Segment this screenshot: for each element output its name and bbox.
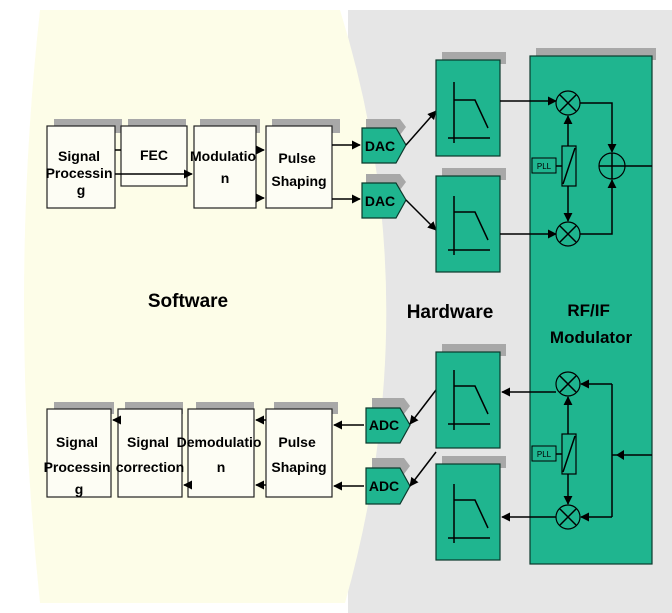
tx-filter-top xyxy=(435,52,506,157)
arrow-dac-bottom-filter xyxy=(405,199,437,231)
rf-if-modulator-block: RF/IF Modulator xyxy=(529,48,656,565)
rx-pll: PLL xyxy=(531,445,557,462)
svg-text:RF/IF Modulator: RF/IF Modulator xyxy=(550,301,633,347)
wire-mixer-bottom-summer xyxy=(580,179,617,235)
adc-bottom: ADC xyxy=(365,458,411,505)
rx-input-arrowhead xyxy=(616,450,624,460)
arrow-dac-top-filter xyxy=(405,110,437,146)
rx-signal-processing-block: Signal Processin g xyxy=(44,402,115,498)
tx-phase-shifter xyxy=(561,145,577,187)
svg-text:Signal Processin g: Signal Processin g xyxy=(46,148,117,198)
adc-top: ADC xyxy=(365,398,411,444)
hardware-label: Hardware xyxy=(407,302,494,323)
svg-text:FEC: FEC xyxy=(140,147,168,163)
tx-modulation-block: Modulatio n xyxy=(190,119,260,209)
tx-signal-processing-block: Signal Processin g xyxy=(46,119,122,209)
tx-mixer-top xyxy=(555,90,581,116)
tx-pulse-shaping-block: Pulse Shaping xyxy=(265,119,340,209)
svg-text:DAC: DAC xyxy=(365,138,395,154)
tx-filter-bottom xyxy=(435,168,506,273)
svg-text:Demodulatio n: Demodulatio n xyxy=(177,434,266,475)
tx-fec-block: FEC xyxy=(120,119,188,187)
svg-text:ADC: ADC xyxy=(369,417,399,433)
software-label: Software xyxy=(148,291,228,312)
svg-text:Pulse Shaping: Pulse Shaping xyxy=(271,150,326,189)
wire-mixer-top-summer xyxy=(580,102,617,153)
svg-text:Modulatio n: Modulatio n xyxy=(190,148,260,186)
tx-mixer-bottom xyxy=(555,221,581,247)
rx-demodulation-block: Demodulatio n xyxy=(177,402,266,498)
svg-text:PLL: PLL xyxy=(537,450,552,459)
rx-phase-shifter xyxy=(561,433,577,475)
dac-top: DAC xyxy=(361,119,407,164)
svg-text:Signal Processin g: Signal Processin g xyxy=(44,434,115,497)
rx-signal-correction-block: Signal correction xyxy=(116,402,184,498)
rx-mixer-top xyxy=(555,371,581,397)
rx-filter-top xyxy=(435,344,506,449)
svg-text:DAC: DAC xyxy=(365,193,395,209)
tx-pll: PLL xyxy=(531,157,557,174)
svg-text:ADC: ADC xyxy=(369,478,399,494)
dac-bottom: DAC xyxy=(361,174,407,219)
arrow-filter-adc-bottom xyxy=(409,451,437,487)
svg-text:Signal correction: Signal correction xyxy=(116,434,184,475)
rx-mixer-bottom xyxy=(555,504,581,530)
rx-filter-bottom xyxy=(435,456,506,561)
rx-pulse-shaping-block: Pulse Shaping xyxy=(265,402,338,498)
svg-text:PLL: PLL xyxy=(537,162,552,171)
tx-summer xyxy=(598,152,626,180)
svg-text:Pulse Shaping: Pulse Shaping xyxy=(271,434,326,475)
arrow-filter-adc-top xyxy=(409,389,437,425)
